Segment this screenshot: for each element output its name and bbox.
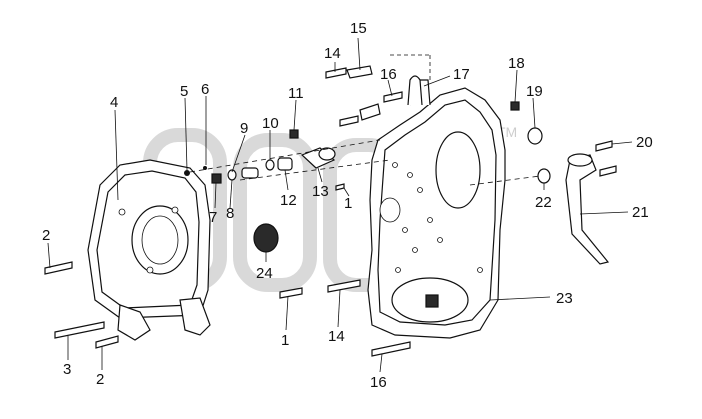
bolt-1-mid	[335, 183, 345, 191]
bolt-20-upper	[595, 140, 613, 152]
bolt-1-lower	[279, 287, 303, 299]
housing-plug	[510, 101, 520, 111]
callout-8: 8	[226, 205, 234, 222]
callout-9: 9	[240, 120, 248, 137]
callout-16b: 16	[370, 374, 387, 391]
bolt-16-top	[383, 91, 403, 103]
seal-ring-upper	[265, 159, 275, 171]
hex-nut	[211, 173, 222, 184]
small-pin	[203, 166, 207, 170]
bolt-16-lower	[371, 341, 411, 357]
sleeve-nut	[241, 167, 259, 179]
bolt-group	[44, 67, 617, 357]
cover-plug	[253, 223, 279, 253]
callout-1b: 1	[281, 332, 289, 349]
eye-bracket	[359, 103, 381, 121]
callout-4: 4	[110, 94, 118, 111]
bolt-3	[54, 321, 105, 339]
callout-6: 6	[201, 81, 209, 98]
callout-labels: 1 1 2 2 3 4 5 6 7 8 9 10 11 12 13 14 14 …	[42, 20, 653, 391]
flywheel-housing	[87, 159, 211, 341]
oil-filler-tube	[565, 153, 610, 265]
callout-1a: 1	[344, 195, 352, 212]
timing-gear-housing	[367, 79, 506, 339]
top-plug	[289, 129, 299, 139]
callout-5: 5	[180, 83, 188, 100]
callout-22: 22	[535, 194, 552, 211]
lifting-eye	[407, 75, 423, 106]
o-ring-large	[527, 127, 543, 145]
washer	[184, 170, 190, 176]
callout-20: 20	[636, 134, 653, 151]
callout-15: 15	[350, 20, 367, 37]
mounting-bracket	[346, 65, 373, 79]
o-ring-small	[537, 168, 551, 184]
callout-19: 19	[526, 83, 543, 100]
callout-2b: 2	[96, 371, 104, 388]
bolt-top-left	[339, 115, 359, 127]
bolt-14-lower	[327, 279, 361, 293]
bolt-20-lower	[599, 165, 617, 177]
callout-24: 24	[256, 265, 273, 282]
bolt-2-upper	[44, 261, 73, 275]
callout-13: 13	[312, 183, 329, 200]
callout-16a: 16	[380, 66, 397, 83]
sleeve	[300, 147, 336, 169]
callout-7: 7	[209, 209, 217, 226]
callout-14a: 14	[324, 45, 341, 62]
bolt-14-top	[325, 67, 347, 79]
callout-14b: 14	[328, 328, 345, 345]
leader-lines	[47, 37, 633, 373]
callout-11: 11	[288, 85, 304, 102]
callout-17: 17	[453, 66, 470, 83]
callout-23: 23	[556, 290, 573, 307]
callout-2a: 2	[42, 227, 50, 244]
spring	[277, 157, 293, 171]
callout-18: 18	[508, 55, 525, 72]
callout-3: 3	[63, 361, 71, 378]
callout-12: 12	[280, 192, 297, 209]
callout-10: 10	[262, 115, 279, 132]
bolt-2-lower	[95, 335, 119, 349]
callout-21: 21	[632, 204, 649, 221]
